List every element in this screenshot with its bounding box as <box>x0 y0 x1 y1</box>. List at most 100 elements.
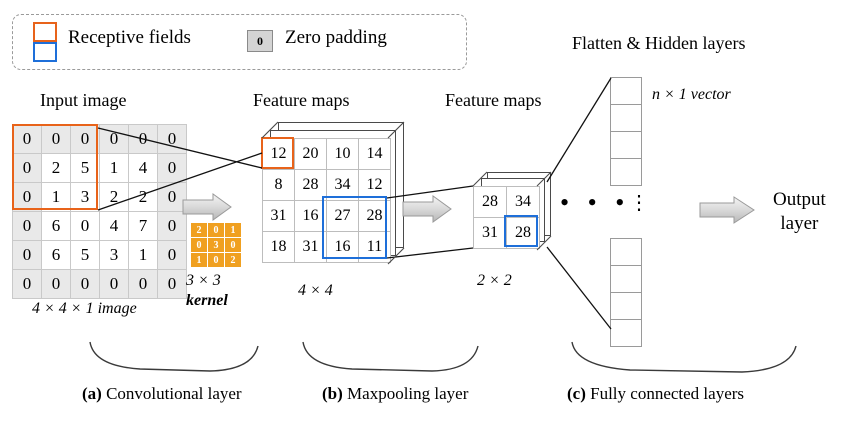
matrix-cell: 0 <box>157 269 187 299</box>
vector-dim-label: n × 1 vector <box>652 86 731 103</box>
matrix-cell: 0 <box>128 124 158 154</box>
receptive-field-box-feature-map-2-blue <box>504 215 538 247</box>
matrix-cell: 16 <box>294 200 327 232</box>
legend-receptive-fields-label: Receptive fields <box>68 27 191 48</box>
vector-row <box>610 77 642 105</box>
matrix-cell: 0 <box>12 153 42 183</box>
ellipsis-vector-vertical: ⋮ <box>629 192 649 214</box>
matrix-cell: 7 <box>128 211 158 241</box>
caption-b-tag: (b) <box>322 384 343 403</box>
caption-c-text: Fully connected layers <box>585 384 745 403</box>
matrix-cell: 8 <box>262 169 295 201</box>
brace-maxpooling <box>302 341 479 372</box>
caption-fully-connected-layers: (c) Fully connected layers <box>567 384 744 404</box>
matrix-cell: 0 <box>12 269 42 299</box>
vector-row <box>610 265 642 293</box>
matrix-cell: 0 <box>99 124 129 154</box>
arrow-conv <box>182 193 232 221</box>
matrix-cell: 31 <box>473 217 507 249</box>
caption-c-tag: (c) <box>567 384 586 403</box>
heading-flatten-hidden: Flatten & Hidden layers <box>572 33 746 53</box>
matrix-cell: 3 <box>207 237 225 253</box>
matrix-cell: 1 <box>99 153 129 183</box>
matrix-cell: 1 <box>41 182 71 212</box>
matrix-cell: 31 <box>294 231 327 263</box>
vector-row <box>610 238 642 266</box>
vector-row <box>610 319 642 347</box>
receptive-field-box-feature-map-1-blue <box>322 196 387 259</box>
matrix-cell: 10 <box>326 138 359 170</box>
matrix-cell: 0 <box>12 211 42 241</box>
matrix-cell: 6 <box>41 240 71 270</box>
kernel-dim-label: 3 × 3 <box>186 272 221 289</box>
matrix-cell: 0 <box>70 269 100 299</box>
matrix-cell: 1 <box>224 222 242 238</box>
vector-cell <box>610 265 642 293</box>
matrix-cell: 0 <box>99 269 129 299</box>
matrix-cell: 18 <box>262 231 295 263</box>
matrix-cell: 12 <box>358 169 391 201</box>
receptive-field-box-feature-map-1-orange <box>261 137 294 169</box>
matrix-cell: 1 <box>190 252 208 268</box>
legend-orange-swatch-icon <box>33 22 57 42</box>
matrix-cell: 27 <box>326 200 359 232</box>
matrix-cell: 3 <box>99 240 129 270</box>
vector-row <box>610 158 642 186</box>
feature-map-1-dim-label: 4 × 4 <box>298 282 333 299</box>
vector-cell <box>610 77 642 105</box>
arrow-output <box>699 196 755 224</box>
brace-fully-connected <box>571 341 797 373</box>
caption-convolutional-layer: (a) Convolutional layer <box>82 384 242 404</box>
matrix-cell: 0 <box>207 252 225 268</box>
heading-feature-maps-2: Feature maps <box>445 90 542 110</box>
matrix-cell: 3 <box>70 182 100 212</box>
vector-row <box>610 131 642 159</box>
matrix-cell: 0 <box>157 240 187 270</box>
vector-cell <box>610 158 642 186</box>
caption-b-text: Maxpooling layer <box>342 384 469 403</box>
matrix-cell: 1 <box>128 240 158 270</box>
matrix-cell: 2 <box>224 252 242 268</box>
matrix-cell: 5 <box>70 153 100 183</box>
matrix-cell: 0 <box>157 211 187 241</box>
matrix-cell: 0 <box>70 124 100 154</box>
matrix-cell: 2 <box>128 182 158 212</box>
matrix-cell: 6 <box>41 211 71 241</box>
matrix-cell: 0 <box>70 211 100 241</box>
matrix-cell: 0 <box>207 222 225 238</box>
vector-cell <box>610 104 642 132</box>
legend-zero-padding-label: Zero padding <box>285 27 387 48</box>
matrix-cell: 0 <box>128 269 158 299</box>
caption-a-tag: (a) <box>82 384 102 403</box>
caption-maxpooling-layer: (b) Maxpooling layer <box>322 384 468 404</box>
matrix-cell: 34 <box>506 186 540 218</box>
legend-zero-padding-swatch-icon: 0 <box>247 30 273 52</box>
matrix-cell: 14 <box>358 138 391 170</box>
heading-input-image: Input image <box>40 90 127 110</box>
brace-convolutional <box>89 341 259 372</box>
legend-box <box>12 14 467 70</box>
matrix-cell: 28 <box>473 186 507 218</box>
vector-cell <box>610 238 642 266</box>
matrix-cell: 2 <box>99 182 129 212</box>
legend-receptive-swatches <box>33 22 59 64</box>
legend-blue-swatch-icon <box>33 42 57 62</box>
flatten-vector-bottom <box>610 238 642 347</box>
flatten-vector-top <box>610 77 642 186</box>
vector-cell <box>610 292 642 320</box>
matrix-cell: 34 <box>326 169 359 201</box>
